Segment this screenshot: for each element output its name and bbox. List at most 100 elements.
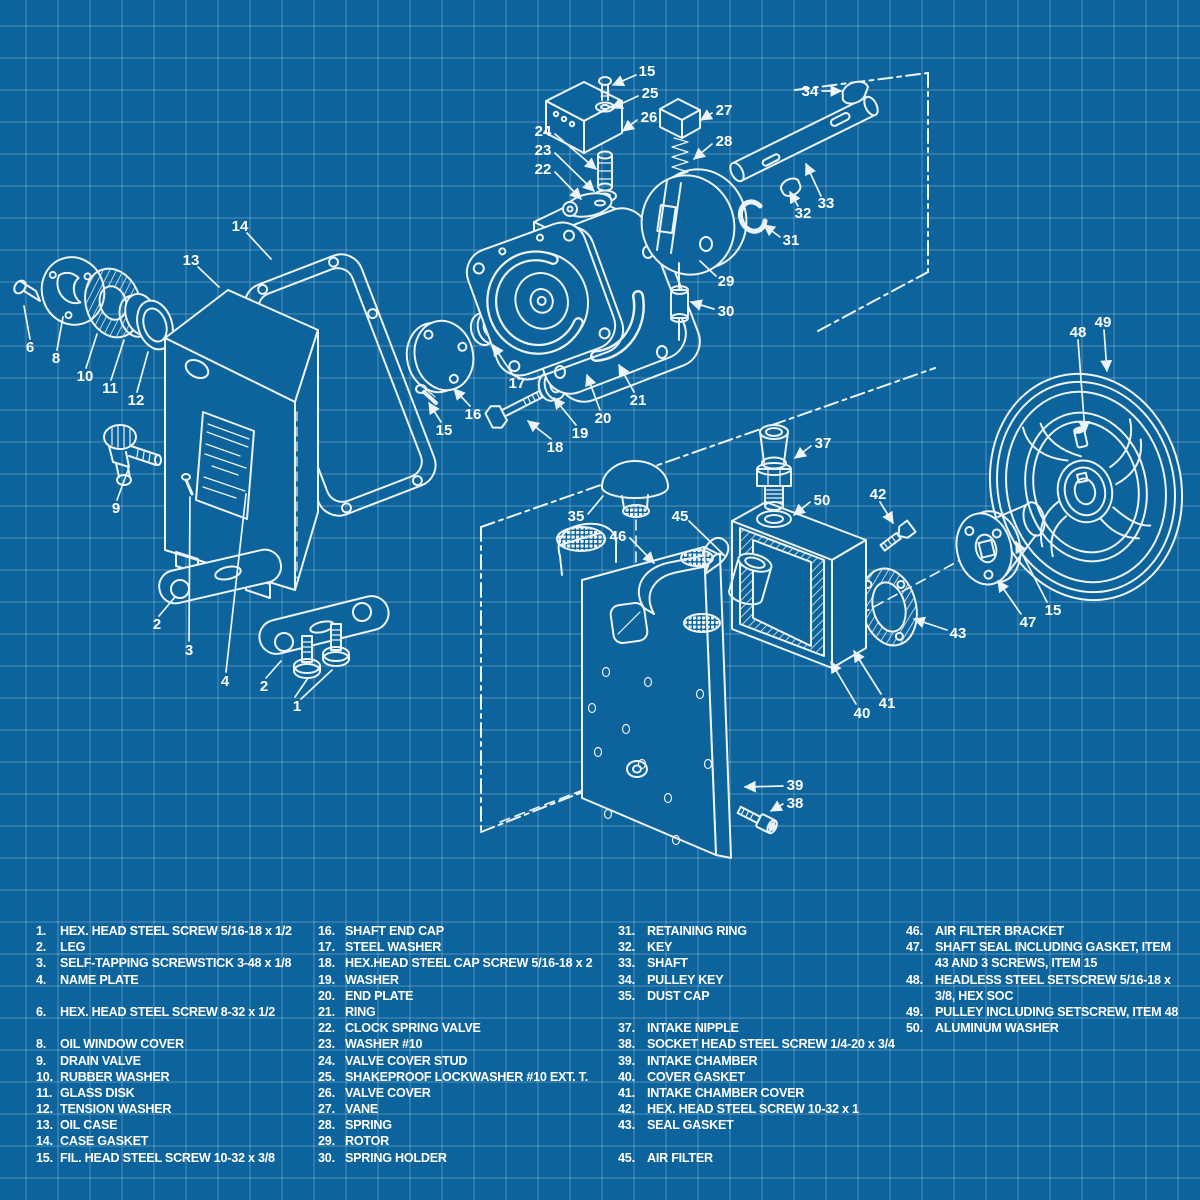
callout-number-40: 40 bbox=[854, 705, 871, 722]
callout-leader-13 bbox=[197, 266, 220, 288]
part-screw-15-left bbox=[415, 384, 438, 405]
callout-leader-18 bbox=[527, 420, 552, 440]
part-label: TENSION WASHER bbox=[60, 1102, 172, 1117]
parts-list-item-31: 31.RETAINING RING bbox=[618, 924, 895, 940]
callout-leader-11 bbox=[110, 339, 125, 381]
part-number: 9. bbox=[36, 1053, 47, 1068]
part-label: ROTOR bbox=[345, 1134, 389, 1149]
parts-list-item-47: 47.SHAFT SEAL INCLUDING GASKET, ITEM bbox=[906, 940, 1178, 956]
part-label: FIL. HEAD STEEL SCREW 10-32 x 3/8 bbox=[60, 1150, 275, 1165]
part-label: HEX. HEAD STEEL SCREW 5/16-18 x 1/2 bbox=[60, 924, 292, 938]
callout-number-20: 20 bbox=[595, 410, 612, 427]
callout-leader-21 bbox=[618, 363, 635, 393]
part-label: AIR FILTER bbox=[647, 1150, 713, 1165]
part-aluminum-washer-50 bbox=[756, 510, 792, 528]
part-label: VALVE COVER STUD bbox=[345, 1053, 468, 1068]
part-number: 25. bbox=[318, 1069, 335, 1084]
callout-number-29: 29 bbox=[718, 273, 735, 290]
callout-leader-1 bbox=[300, 669, 333, 700]
parts-list-item-14: 14. CASE GASKET bbox=[36, 1134, 292, 1150]
part-number: 29. bbox=[318, 1134, 335, 1149]
part-number: 11. bbox=[36, 1085, 53, 1100]
callout-number-13: 13 bbox=[183, 252, 200, 269]
parts-list-item-27: 27.VANE bbox=[318, 1102, 592, 1118]
callout-number-22: 22 bbox=[535, 161, 552, 178]
part-number: 39. bbox=[618, 1053, 635, 1068]
part-label: HEX. HEAD STEEL SCREW 10-32 x 1 bbox=[647, 1102, 859, 1117]
part-number: 34. bbox=[618, 972, 635, 987]
part-number: 31. bbox=[618, 924, 635, 938]
part-label: WASHER #10 bbox=[345, 1037, 423, 1052]
parts-list-item-30: 30.SPRING HOLDER bbox=[318, 1151, 592, 1167]
parts-list-item-2: 2.LEG bbox=[36, 940, 292, 956]
callout-leader-35 bbox=[587, 495, 604, 515]
parts-list-item-25: 25.SHAKEPROOF LOCKWASHER #10 EXT. T. bbox=[318, 1070, 592, 1086]
parts-list-item-19: 19.WASHER bbox=[318, 973, 592, 989]
callout-leader-37 bbox=[794, 445, 812, 459]
callout-number-25: 25 bbox=[642, 85, 659, 102]
part-valve-cover-26 bbox=[545, 81, 623, 154]
part-label: DRAIN VALVE bbox=[60, 1053, 141, 1068]
part-label: HEX. HEAD STEEL SCREW 8-32 x 1/2 bbox=[60, 1004, 276, 1019]
parts-list-item-21: 21.RING bbox=[318, 1005, 592, 1021]
parts-list-item-28: 28.SPRING bbox=[318, 1118, 592, 1134]
part-number: 46. bbox=[906, 924, 923, 938]
part-tension-washer-12 bbox=[136, 299, 174, 351]
part-label: NAME PLATE bbox=[60, 972, 139, 987]
callout-leader-4 bbox=[225, 493, 247, 673]
part-oil-case-13 bbox=[164, 289, 319, 599]
parts-list-item-4: 4.NAME PLATE bbox=[36, 973, 292, 989]
parts-list-item-15: 15.FIL. HEAD STEEL SCREW 10-32 x 3/8 bbox=[36, 1151, 292, 1167]
part-screws-1 bbox=[293, 623, 350, 679]
parts-list-item-37: 37.INTAKE NIPPLE bbox=[618, 1021, 895, 1037]
parts-list-item-11: 11.GLASS DISK bbox=[36, 1086, 292, 1102]
part-label: SHAFT bbox=[647, 956, 688, 971]
callout-leader-29 bbox=[699, 260, 717, 277]
part-number: 48. bbox=[906, 972, 923, 987]
part-label: LEG bbox=[60, 940, 86, 955]
parts-list-row bbox=[36, 989, 292, 1005]
part-hex-screw-6 bbox=[13, 279, 41, 302]
part-label: HEX.HEAD STEEL CAP SCREW 5/16-18 x 2 bbox=[345, 956, 593, 971]
part-label: 3/8, HEX SOC bbox=[935, 988, 1014, 1003]
part-number: 28. bbox=[318, 1118, 335, 1133]
callout-leader-22 bbox=[554, 171, 582, 200]
part-label: CASE GASKET bbox=[60, 1134, 149, 1149]
part-label: VANE bbox=[345, 1102, 379, 1117]
part-label: OIL WINDOW COVER bbox=[60, 1037, 184, 1052]
callout-number-30: 30 bbox=[718, 303, 735, 320]
part-number: 18. bbox=[318, 956, 335, 971]
callout-leader-3 bbox=[188, 496, 191, 642]
part-pulley-49 bbox=[988, 372, 1184, 602]
part-socket-screw-38 bbox=[736, 805, 778, 835]
part-number: 49. bbox=[906, 1004, 923, 1019]
part-label: 43 AND 3 SCREWS, ITEM 15 bbox=[935, 956, 1098, 971]
callout-number-14: 14 bbox=[232, 218, 249, 235]
part-label: SEAL GASKET bbox=[647, 1118, 734, 1133]
callout-leader-45 bbox=[688, 520, 726, 557]
callout-number-1: 1 bbox=[293, 698, 301, 715]
parts-list-item-35: 35.DUST CAP bbox=[618, 989, 895, 1005]
part-label: PULLEY KEY bbox=[647, 972, 724, 987]
callout-number-15: 15 bbox=[436, 422, 453, 439]
part-number: 19. bbox=[318, 972, 335, 987]
callout-leader-27 bbox=[699, 109, 714, 121]
part-label: HEADLESS STEEL SETSCREW 5/16-18 x bbox=[935, 972, 1171, 987]
part-number: 26. bbox=[318, 1085, 335, 1100]
part-number: 14. bbox=[36, 1134, 53, 1149]
part-label: INTAKE CHAMBER bbox=[647, 1053, 758, 1068]
parts-list-item-22: 22.CLOCK SPRING VALVE bbox=[318, 1021, 592, 1037]
callout-number-48: 48 bbox=[1070, 324, 1087, 341]
part-cap-screw-18 bbox=[484, 390, 544, 429]
part-number: 40. bbox=[618, 1069, 635, 1084]
callout-leader-28 bbox=[693, 143, 713, 160]
part-shaft-seal-47 bbox=[955, 501, 1046, 586]
part-label: SELF-TAPPING SCREWSTICK 3-48 x 1/8 bbox=[60, 956, 292, 971]
part-number: 6. bbox=[36, 1004, 47, 1019]
part-number: 10. bbox=[36, 1069, 53, 1084]
parts-list-row: 43 AND 3 SCREWS, ITEM 15 bbox=[906, 956, 1178, 972]
callout-number-4: 4 bbox=[221, 673, 230, 690]
parts-list-item-33: 33.SHAFT bbox=[618, 956, 895, 972]
parts-list-item-41: 41.INTAKE CHAMBER COVER bbox=[618, 1086, 895, 1102]
